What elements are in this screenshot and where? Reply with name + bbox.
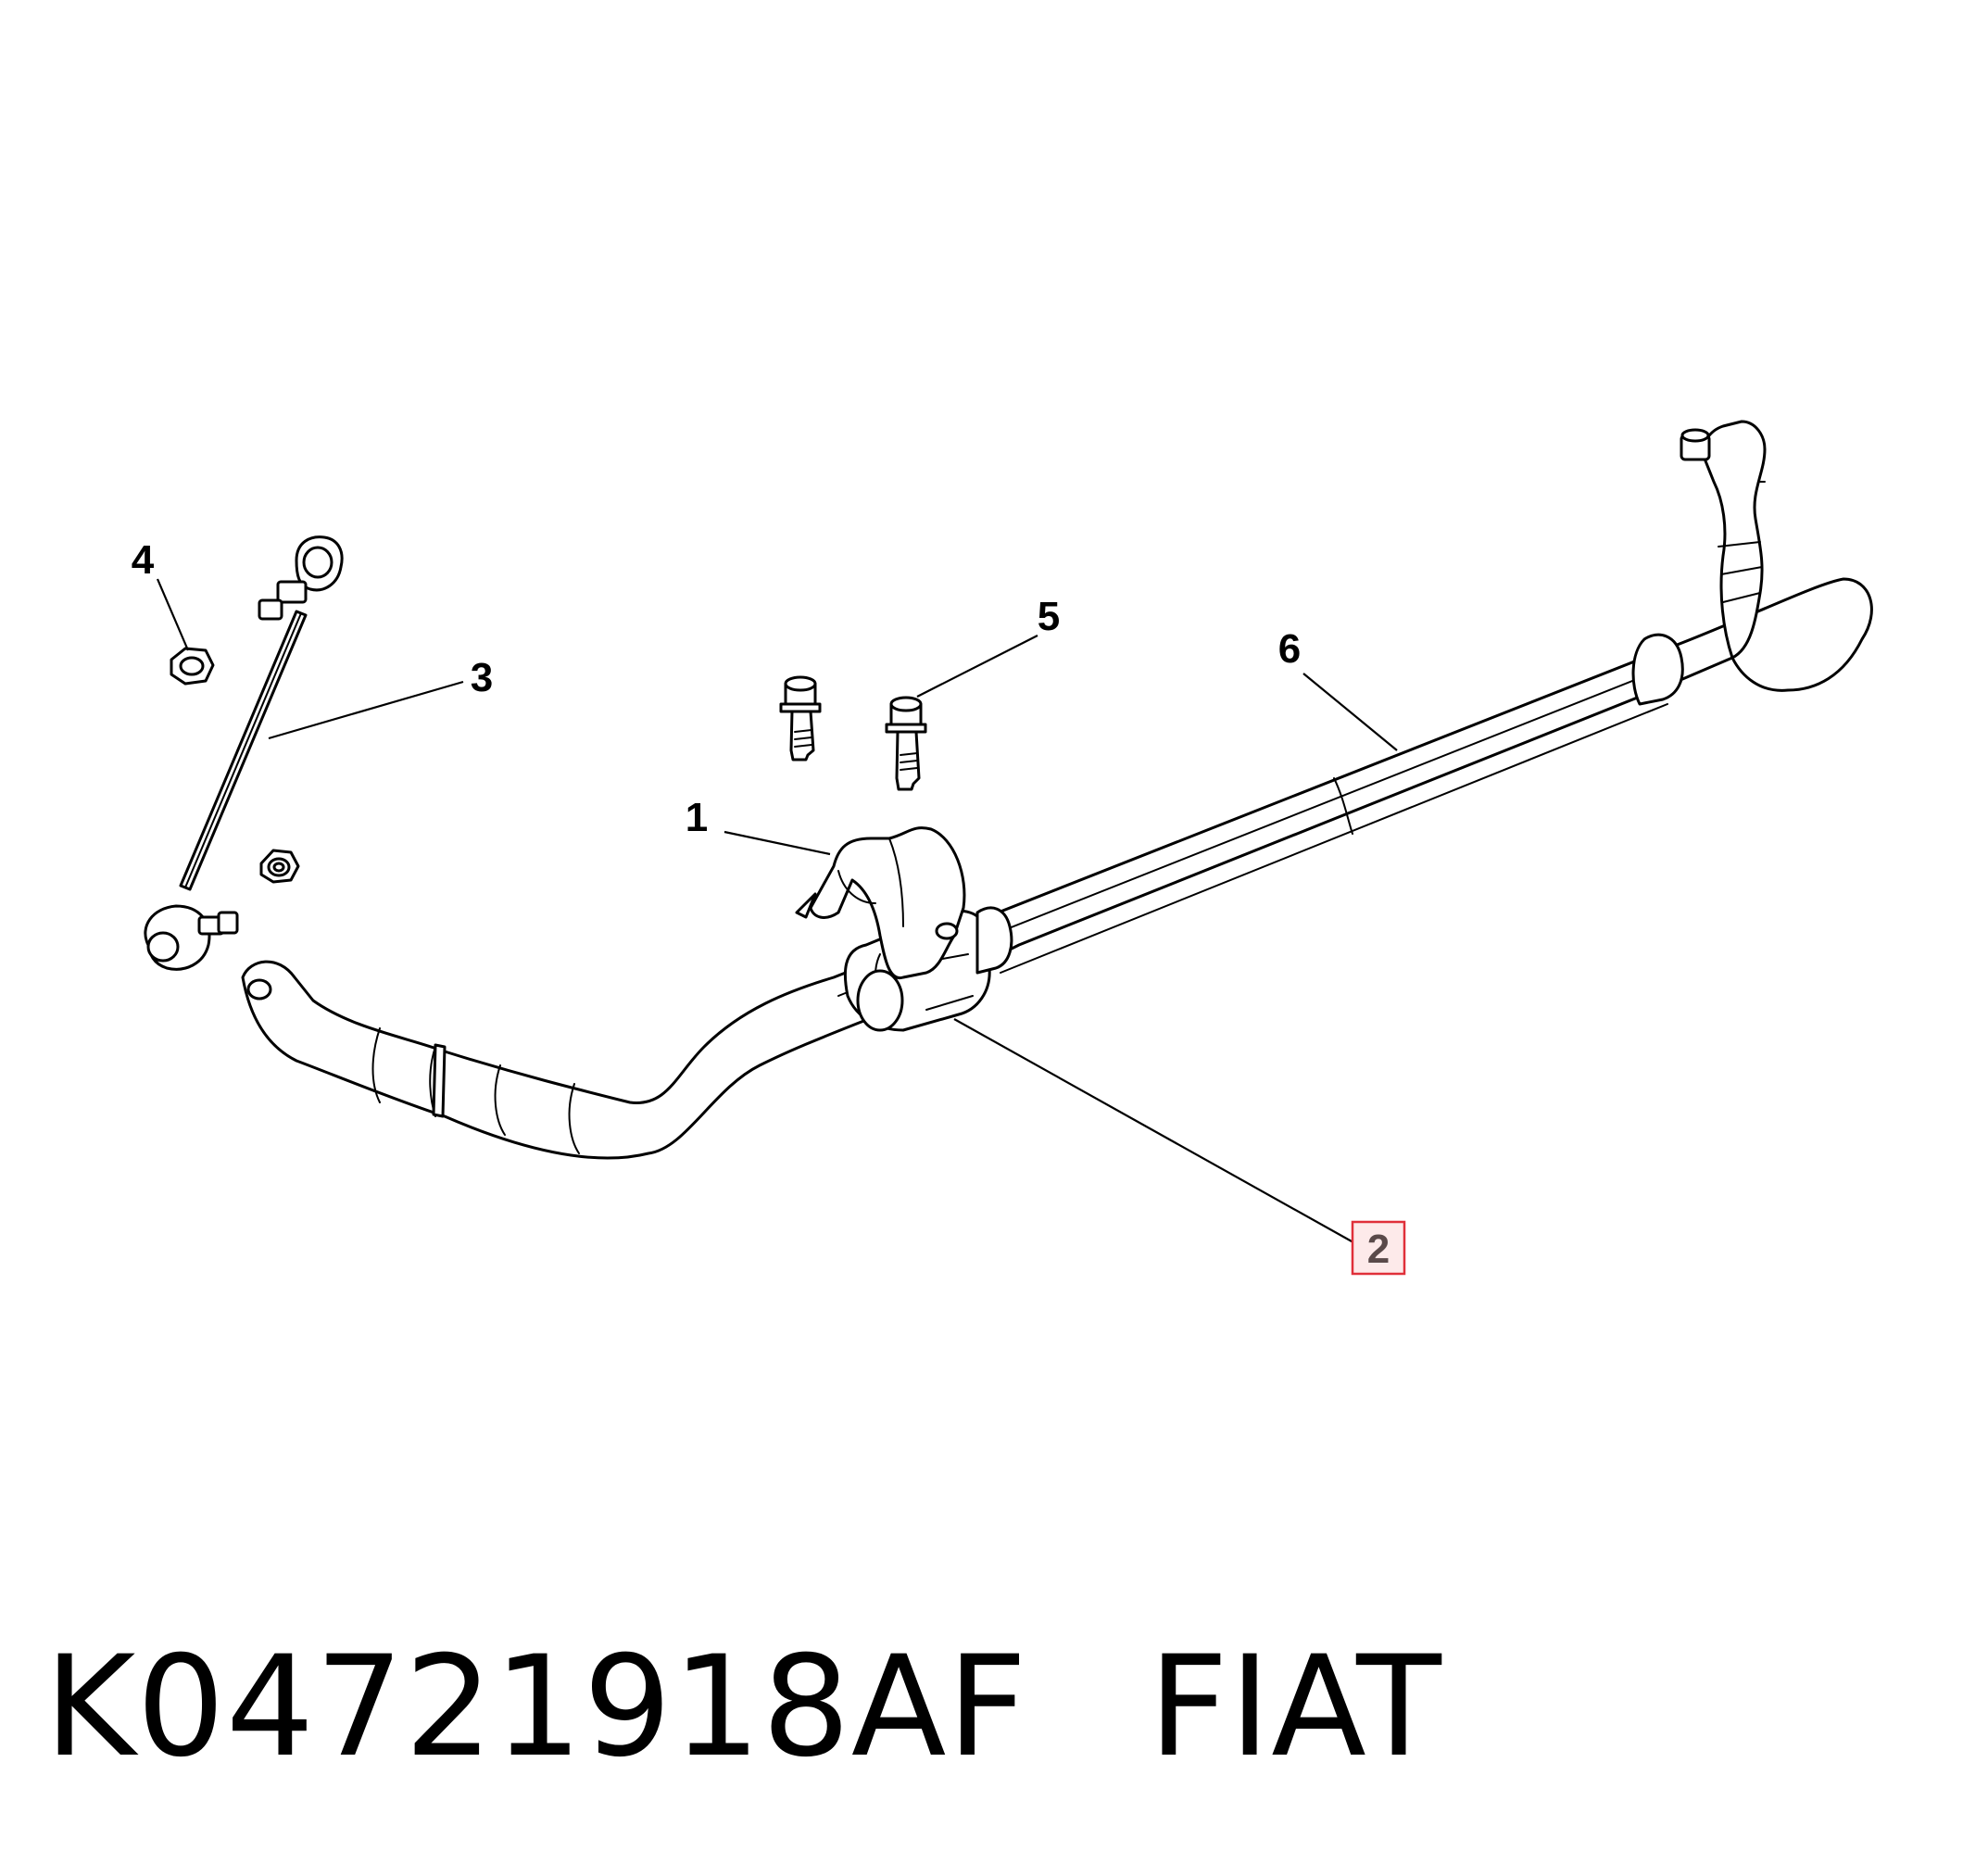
link-nut-upper bbox=[170, 647, 215, 686]
callout-2: 2 bbox=[1367, 1227, 1390, 1272]
leader-line-5 bbox=[916, 635, 1038, 698]
leader-line-4 bbox=[156, 578, 190, 651]
stabilizer-bar bbox=[241, 420, 1873, 1160]
callout-6: 6 bbox=[1278, 626, 1301, 672]
leader-line-3 bbox=[268, 680, 464, 740]
callout-5: 5 bbox=[1038, 594, 1060, 639]
leader-line-1 bbox=[723, 830, 831, 856]
bushing-bracket bbox=[795, 826, 1013, 980]
callout-1: 1 bbox=[686, 795, 708, 840]
callout-4: 4 bbox=[132, 537, 155, 583]
callout-3: 3 bbox=[471, 655, 493, 700]
bracket-bolt-left bbox=[779, 675, 822, 762]
link-nut-lower bbox=[259, 849, 300, 884]
brand-name: FIAT bbox=[1148, 1627, 1442, 1788]
leader-line-6 bbox=[1302, 673, 1398, 751]
leader-line-2 bbox=[953, 1018, 1361, 1247]
callout-2-highlight-box bbox=[1351, 1220, 1406, 1276]
bracket-bolt-right bbox=[885, 696, 927, 791]
stabilizer-link bbox=[144, 535, 344, 971]
part-number: K04721918AF bbox=[44, 1627, 1028, 1788]
